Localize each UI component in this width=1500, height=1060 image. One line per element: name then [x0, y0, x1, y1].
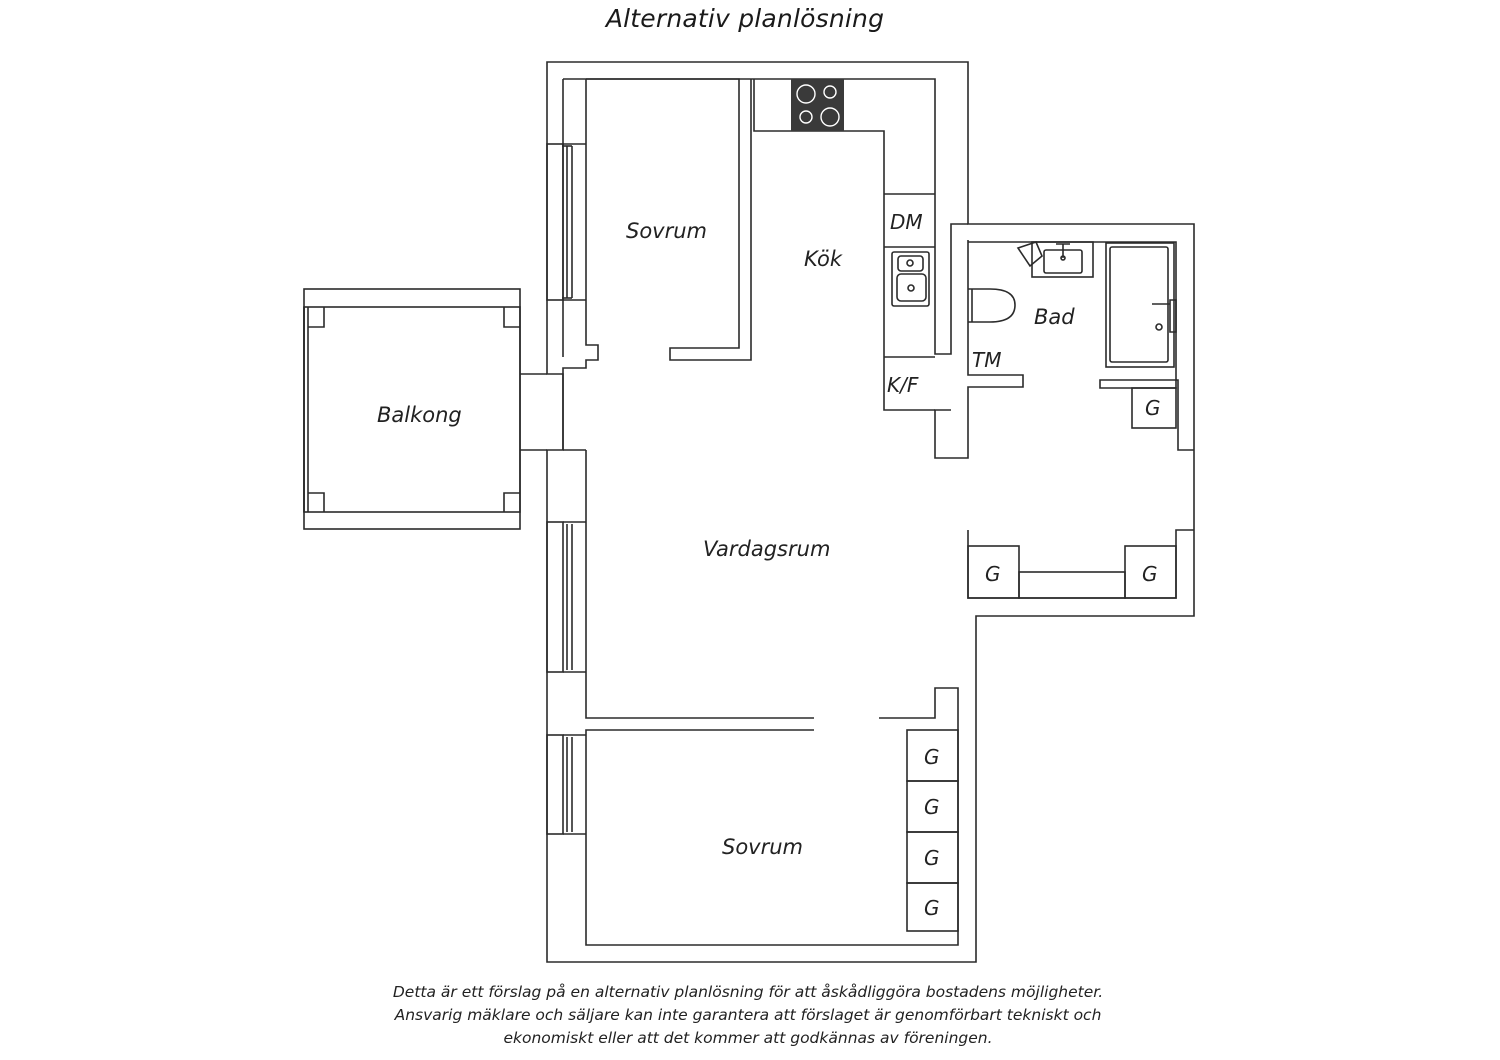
label-wardrobe: G: [924, 795, 940, 819]
balcony-outline: [303, 288, 521, 530]
disclaimer-line: ekonomiskt eller att det kommer att godk…: [503, 1029, 993, 1047]
plan-title: Alternativ planlösning: [605, 4, 885, 33]
window-bottom: [546, 734, 586, 835]
disclaimer-line: Ansvarig mäklare och säljare kan inte ga…: [394, 1006, 1102, 1024]
label-bedroom-bottom: Sovrum: [722, 835, 803, 859]
disclaimer: Detta är ett förslag på en alternativ pl…: [0, 981, 1496, 1050]
bath-wall: [1099, 379, 1177, 389]
towel-hook: [1016, 241, 1043, 268]
label-wardrobe: G: [1142, 562, 1158, 586]
wardrobe-bedroom: [906, 729, 959, 932]
disclaimer-line: Detta är ett förslag på en alternativ pl…: [392, 983, 1104, 1001]
label-living-room: Vardagsrum: [703, 537, 830, 561]
balcony-door: [520, 373, 564, 451]
sink-bowl-large: [896, 273, 927, 302]
toilet: [968, 288, 1016, 323]
stove: [791, 79, 844, 131]
label-dishwasher: DM: [890, 210, 923, 234]
label-wardrobe: G: [924, 896, 940, 920]
window-top: [546, 143, 586, 301]
label-wardrobe: G: [924, 745, 940, 769]
washbasin: [1031, 241, 1094, 278]
label-washing-machine: TM: [972, 348, 1001, 372]
sink-cabinet: [891, 251, 930, 307]
label-balcony: Balkong: [377, 403, 462, 427]
label-wardrobe: G: [985, 562, 1001, 586]
label-wardrobe: G: [924, 846, 940, 870]
window-middle: [546, 521, 586, 673]
label-kitchen: Kök: [804, 247, 843, 271]
label-bathroom: Bad: [1034, 305, 1075, 329]
bathtub: [1105, 242, 1175, 368]
bedroom-top-wall: [586, 78, 752, 361]
label-bedroom-top: Sovrum: [626, 219, 707, 243]
wardrobe-bath: [1131, 387, 1177, 429]
label-fridge-freezer: K/F: [887, 373, 919, 397]
wardrobe-hall: [967, 545, 1177, 599]
label-wardrobe: G: [1145, 396, 1161, 420]
kitchen-counter: [753, 79, 935, 411]
sink-bowl-small: [897, 255, 924, 272]
outer-wall: [546, 61, 1195, 963]
inner-wall: [562, 78, 1194, 946]
